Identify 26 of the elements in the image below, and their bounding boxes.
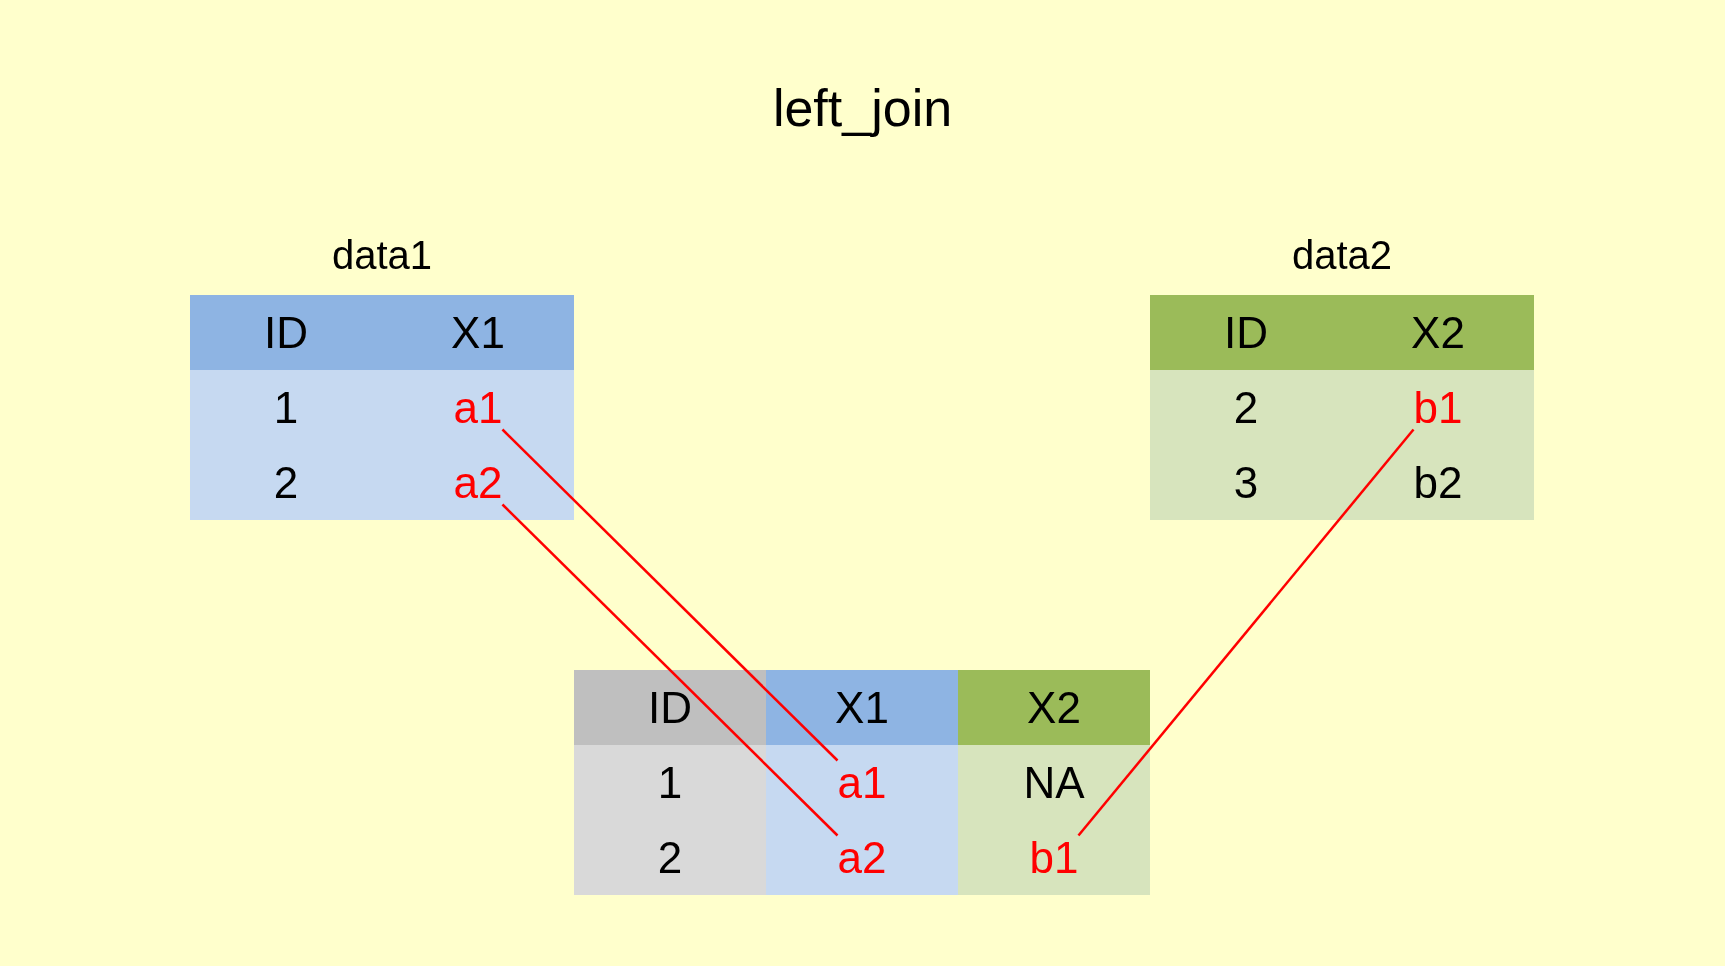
cell-text: X1 [835,685,889,730]
cell-text: b2 [1413,460,1463,505]
table-heading: data2 [1290,233,1394,278]
cell-text: ID [264,310,308,355]
cell-text: ID [1224,310,1268,355]
cell-text: b1 [1413,385,1463,430]
data-table [574,670,1150,895]
cell-text: 1 [273,385,299,430]
cell-text: ID [648,685,692,730]
cell-text: X1 [451,310,505,355]
diagram-title: left_join [771,78,954,138]
cell-text: 1 [657,760,683,805]
cell-text: X2 [1027,685,1081,730]
cell-text: a2 [837,835,887,880]
cell-text: a1 [453,385,503,430]
table-heading: data1 [330,233,434,278]
cell-text: NA [1023,760,1085,805]
cell-text: 2 [657,835,683,880]
cell-text: a2 [453,460,503,505]
cell-text: a1 [837,760,887,805]
connector-line [1077,428,1415,837]
cell-text: 2 [273,460,299,505]
cell-text: b1 [1029,835,1079,880]
cell-text: 2 [1233,385,1259,430]
cell-text: X2 [1411,310,1465,355]
cell-text: 3 [1233,460,1259,505]
